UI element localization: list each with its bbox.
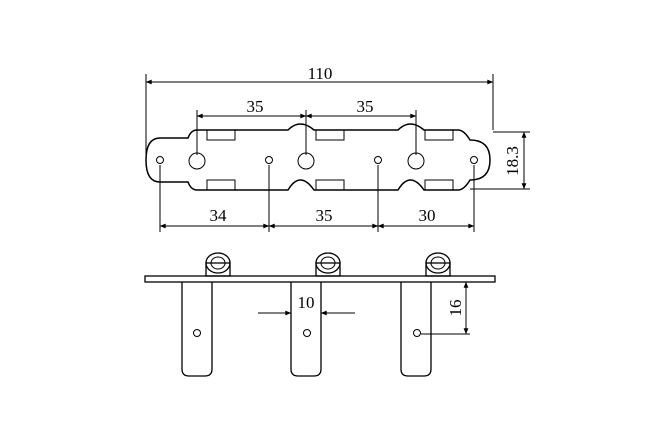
- tab-bottom-3: [424, 179, 454, 191]
- peg-2: [315, 252, 341, 277]
- post-2: [290, 282, 322, 377]
- tab-top-3: [424, 129, 454, 141]
- tab-bottom-2: [315, 179, 345, 191]
- tab-top-2: [315, 129, 345, 141]
- tab-top-1: [206, 129, 236, 141]
- screw-hole-3: [374, 156, 382, 164]
- post-1: [181, 282, 213, 377]
- post-1-hole: [193, 329, 201, 337]
- dim-lower-right: 30: [419, 206, 436, 225]
- dim-height: 18.3: [503, 146, 522, 176]
- screw-hole-2: [265, 156, 273, 164]
- post-2-hole: [303, 329, 311, 337]
- post-3-hole: [413, 329, 421, 337]
- peg-1: [205, 252, 231, 277]
- dim-post-width: 10: [298, 293, 315, 312]
- dim-lower-middle: 35: [316, 206, 333, 225]
- screw-hole-1: [156, 156, 164, 164]
- post-3: [400, 282, 432, 377]
- tab-bottom-1: [206, 179, 236, 191]
- screw-hole-4: [470, 156, 478, 164]
- peg-3: [425, 252, 451, 277]
- mounting-bar: [144, 275, 496, 283]
- side-view: 10 16: [144, 252, 496, 377]
- dim-upper-2: 35: [357, 97, 374, 116]
- dim-post-hole-height: 16: [446, 300, 465, 317]
- dim-lower-left: 34: [210, 206, 228, 225]
- dim-overall-length: 110: [308, 64, 333, 83]
- top-view: 110 35 35 18.3 34 35 30: [145, 64, 530, 232]
- dim-upper-1: 35: [247, 97, 264, 116]
